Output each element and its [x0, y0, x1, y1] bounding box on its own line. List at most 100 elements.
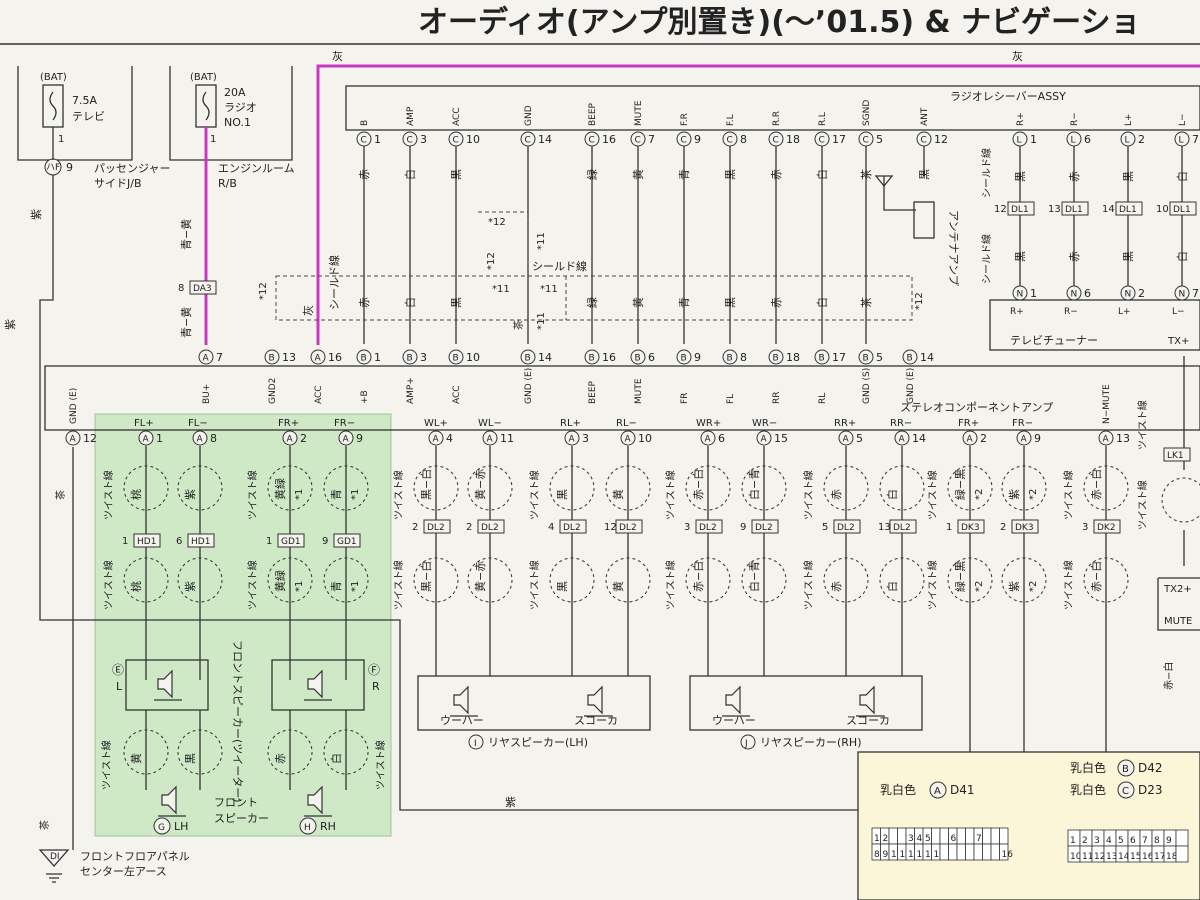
recv-right-pin-num-1: 6 — [1084, 133, 1091, 146]
twist-color-top-0-0: 桃 — [129, 489, 143, 500]
inset-a-grid-num: 8 — [874, 850, 880, 860]
inset-a-grid-cell — [990, 843, 1000, 861]
amp-top-terminal-13: GND (S) — [862, 368, 872, 404]
antenna-amp-label: アンテナアンプ — [947, 210, 960, 286]
amp-bottom-pin-9-letter: A — [705, 435, 712, 445]
mute-label: MUTE — [1164, 616, 1192, 627]
wire-color-gray-2: 灰 — [1012, 49, 1023, 63]
recv-right-color-1: 赤 — [1068, 171, 1081, 182]
inline-connector-num-3-0: 4 — [548, 522, 554, 533]
inline-connector-7-0 — [1093, 519, 1121, 534]
twist-label-bot-7: ツイスト線 — [1062, 560, 1075, 610]
ground-label-1: フロントフロアパネル — [80, 850, 190, 863]
amp-top-pin-4-letter: B — [407, 354, 413, 364]
front-tweeter-label: フロントスピーカー(ツイーター) — [231, 640, 244, 803]
inline-connector-6-1 — [1011, 519, 1039, 534]
receiver-pin-6-letter: C — [681, 136, 687, 146]
amp-top-pin-9-circle — [676, 349, 692, 365]
amp-bottom-num-5: 4 — [446, 432, 453, 445]
inline-connector-label-1-1: GD1 — [337, 537, 357, 547]
shield-label-2: シールド線 — [327, 255, 341, 310]
amp-bottom-pin-14-letter: A — [1021, 435, 1028, 445]
inset-c-grid-num: 1 — [1070, 836, 1076, 846]
recv-right-pin-0-letter: L — [1017, 136, 1022, 146]
recv-right-color-b-3: 白 — [1175, 251, 1189, 262]
amp-bottom-num-3: 2 — [300, 432, 307, 445]
amp-top-num-6: 14 — [538, 351, 552, 364]
twist-circle-bot-4-0 — [685, 557, 731, 603]
amp-top-terminal-0: BU+ — [202, 384, 212, 404]
amp-bottom-num-9: 6 — [718, 432, 725, 445]
amp-bottom-terminal-8: RL− — [616, 418, 637, 429]
inline-connector-num-5-1: 13 — [878, 522, 891, 533]
inline-connector-label-6-0: DK3 — [961, 523, 980, 533]
twist-circle-bot-1-0 — [267, 557, 313, 603]
twist-color-top-2-1: 黄−赤 — [473, 469, 487, 500]
amp-top-pin-10-circle — [722, 349, 738, 365]
twist-color-top-1-0: 黄緑 — [273, 478, 287, 500]
amp-bottom-pin-2-letter: A — [197, 435, 204, 445]
amp-bottom-pin-13-circle — [962, 430, 978, 446]
amp-top-pin-14-circle — [902, 349, 918, 365]
twist-label-bot-3: ツイスト線 — [528, 560, 541, 610]
receiver-terminal-0: B — [360, 120, 370, 126]
inline-connector-num-7-0: 3 — [1082, 522, 1088, 533]
inset-a-code: D41 — [950, 783, 975, 797]
twist-color-bot-2-0: 黒−白 — [419, 561, 433, 592]
speaker-icon-tweeter-rh — [307, 669, 323, 699]
twist-label-top-3: ツイスト線 — [528, 470, 541, 520]
twist-color-top-5-0: 赤 — [830, 489, 843, 500]
inset-a-grid-num: 14 — [925, 850, 937, 860]
svg-text:G: G — [158, 823, 165, 833]
inset-b-letter: B — [1122, 764, 1129, 775]
wire-color-brown-1: 茶 — [512, 320, 525, 330]
amp-bottom-terminal-12: RR− — [890, 418, 912, 429]
inline-connector-label-4-0: DL2 — [699, 523, 717, 533]
inline-connector-label-4-1: DL2 — [755, 523, 773, 533]
tv-pin-1-circle — [1066, 285, 1082, 301]
amp-top-pin-3-letter: B — [361, 354, 367, 364]
amp-top-terminal-9: FR — [680, 393, 690, 404]
amp-bottom-pin-4-letter: A — [343, 435, 350, 445]
amp-bottom-pin-0-letter: A — [70, 435, 77, 445]
amp-top-pin-11-letter: B — [773, 354, 779, 364]
inset-a-grid-num: 5 — [925, 834, 931, 844]
twist-color-top-5-1: 白 — [885, 489, 899, 500]
receiver-wire-color-b-7: 黒 — [724, 297, 737, 308]
inline-connector-num-0-1: 6 — [176, 536, 182, 547]
inset-a-grid-cell — [939, 827, 949, 845]
tv-pin-3-letter: N — [1179, 290, 1186, 300]
receiver-terminal-9: R.L — [818, 112, 828, 126]
amp-bottom-pin-10-circle — [756, 430, 772, 446]
shield-label: シールド線 — [532, 259, 587, 273]
amp-label: ステレオコンポーネントアンプ — [900, 401, 1053, 414]
twist-circle-bot-0-1 — [177, 557, 223, 603]
dl1-num-2: 14 — [1102, 204, 1115, 215]
inset-c-grid-num: 6 — [1130, 836, 1136, 846]
twist-label-right-1: ツイスト線 — [1136, 400, 1149, 450]
twist-circle-bot-2-1 — [467, 557, 513, 603]
twist-circle-top-2-0 — [413, 465, 459, 511]
receiver-wire-color-b-10: 茶 — [860, 297, 873, 308]
passenger-jb-2: サイドJ/B — [94, 177, 142, 190]
amp-bottom-terminal-11: RR+ — [834, 418, 856, 429]
inset-c-letter: C — [1122, 786, 1129, 797]
twist-circle-top-3-0 — [549, 465, 595, 511]
receiver-pin-num-6: 9 — [694, 133, 701, 146]
marker-star11-d: *11 — [536, 312, 547, 330]
amp-bottom-pin-4-circle — [338, 430, 354, 446]
inset-a-grid-cell — [956, 843, 966, 861]
receiver-pin-9-letter: C — [819, 136, 825, 146]
inset-a-grid-num: 4 — [917, 834, 923, 844]
amp-top-pin-2-circle — [310, 349, 326, 365]
amp-bottom-num-4: 9 — [356, 432, 363, 445]
twist-color-top-3-1: 黄 — [611, 489, 625, 500]
speaker-icon-squawker-lh — [587, 685, 603, 715]
rear-speaker-rh-box — [689, 675, 923, 731]
inline-connector-5-0 — [833, 519, 861, 534]
inset-a-grid-cell — [931, 827, 941, 845]
star2-bot-6-1: *2 — [1028, 581, 1039, 592]
